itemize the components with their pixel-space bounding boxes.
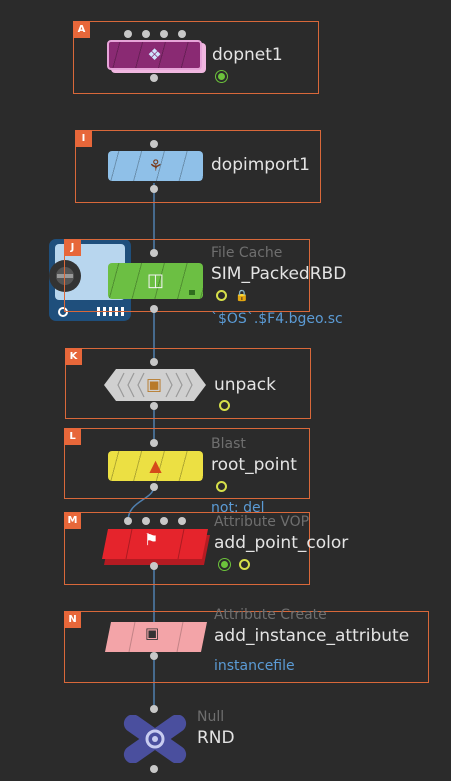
network-box-n[interactable]: N [64, 611, 429, 683]
network-box-j[interactable]: J [64, 239, 310, 312]
node-type-label: Null [197, 709, 225, 725]
node-name-label[interactable]: dopnet1 [212, 45, 283, 65]
bypass-flag-icon[interactable] [216, 290, 227, 301]
input-connector[interactable] [178, 517, 186, 525]
node-name-label[interactable]: SIM_PackedRBD [211, 264, 347, 284]
node-rnd[interactable] [122, 715, 188, 763]
output-connector[interactable] [150, 305, 158, 313]
input-connector[interactable] [150, 358, 158, 366]
node-add-point-color[interactable] [102, 529, 212, 565]
dop-import-icon: ⚘ [148, 156, 163, 175]
node-root-point[interactable]: ▲ [108, 451, 203, 481]
output-connector[interactable] [150, 765, 158, 773]
node-name-label[interactable]: root_point [211, 455, 297, 475]
node-sim-packedrbd[interactable]: ◫ [108, 263, 203, 299]
input-connector[interactable] [124, 30, 132, 38]
lock-icon[interactable]: 🔒 [235, 289, 249, 302]
node-name-label[interactable]: dopimport1 [211, 155, 310, 175]
input-connector[interactable] [124, 517, 132, 525]
vop-icon: ⚑ [144, 530, 159, 549]
network-box-tag: L [64, 428, 81, 445]
node-name-label[interactable]: add_point_color [214, 533, 349, 553]
input-connector[interactable] [142, 517, 150, 525]
node-name-label[interactable]: unpack [214, 375, 276, 395]
output-connector[interactable] [150, 402, 158, 410]
input-connector[interactable] [160, 30, 168, 38]
node-unpack[interactable] [104, 369, 206, 401]
file-cache-node-icon: ◫ [146, 270, 165, 291]
input-connector[interactable] [150, 249, 158, 257]
node-name-label[interactable]: add_instance_attribute [214, 626, 410, 646]
node-dopnet1-body[interactable]: ❖ [107, 40, 202, 70]
network-box-tag: A [73, 21, 90, 38]
network-box-a[interactable]: A [73, 21, 319, 94]
input-connector[interactable] [178, 30, 186, 38]
input-connector[interactable] [150, 705, 158, 713]
input-connector[interactable] [150, 439, 158, 447]
output-connector[interactable] [150, 652, 158, 660]
input-connector[interactable] [142, 30, 150, 38]
node-parameter-text: instancefile [214, 658, 295, 674]
dop-network-icon: ❖ [147, 45, 162, 64]
bypass-flag-icon[interactable] [216, 481, 227, 492]
node-type-label: Attribute Create [214, 607, 327, 623]
input-connector[interactable] [160, 517, 168, 525]
small-save-icon [189, 290, 195, 295]
network-box-tag: K [65, 348, 82, 365]
node-dopimport1[interactable]: ⚘ [108, 151, 203, 181]
bypass-flag-icon[interactable] [219, 400, 230, 411]
output-connector[interactable] [150, 562, 158, 570]
network-box-i[interactable]: I [75, 130, 321, 203]
node-type-label: Attribute VOP [214, 514, 310, 530]
node-name-label[interactable]: RND [197, 728, 235, 748]
blast-icon: ▲ [149, 456, 162, 475]
network-box-l[interactable]: L [64, 428, 310, 499]
network-box-tag: I [75, 130, 92, 147]
input-connector[interactable] [150, 140, 158, 148]
display-flag-icon[interactable] [216, 71, 227, 82]
node-type-label: File Cache [211, 245, 283, 261]
unpack-icon: ▣ [146, 375, 163, 395]
output-connector[interactable] [150, 185, 158, 193]
file-cache-drive-icon [47, 236, 135, 324]
network-box-tag: N [64, 611, 81, 628]
attribute-create-icon: ▣ [145, 624, 160, 642]
bypass-flag-icon[interactable] [239, 559, 250, 570]
node-add-instance-attribute[interactable] [105, 622, 207, 652]
network-box-m[interactable]: M [64, 512, 310, 585]
output-connector[interactable] [150, 483, 158, 491]
network-box-k[interactable]: K [65, 348, 311, 419]
network-box-tag: J [64, 239, 81, 256]
network-box-tag: M [64, 512, 81, 529]
node-type-label: Blast [211, 436, 246, 452]
node-parameter-text: `$OS`.$F4.bgeo.sc [211, 311, 343, 327]
display-flag-icon[interactable] [219, 559, 230, 570]
output-connector[interactable] [150, 74, 158, 82]
